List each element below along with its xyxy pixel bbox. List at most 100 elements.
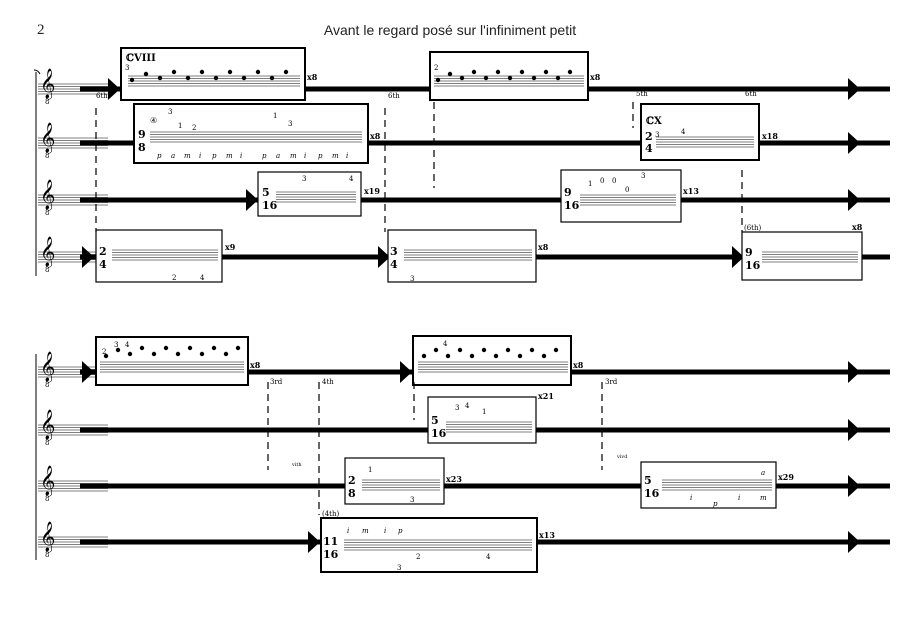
svg-text:i: i [199,152,201,160]
box-s3-1: x19 5 16 3 4 [257,171,380,217]
svg-text:2: 2 [348,474,356,487]
svg-text:1: 1 [588,180,592,188]
svg-text:a: a [171,152,175,160]
staff-2 [37,122,890,160]
box-s2-1: x21 5 16 3 4 1 [427,391,554,444]
svg-text:3: 3 [302,175,306,183]
svg-text:④: ④ [150,116,157,125]
box-s4-1: x13 (4th) 11 16 i m i p 2 4 3 [320,510,555,573]
svg-text:i: i [690,494,692,502]
svg-text:x8: x8 [370,131,381,141]
svg-text:5: 5 [262,186,270,199]
svg-text:i: i [347,527,349,535]
svg-text:11: 11 [323,535,338,548]
svg-text:4: 4 [465,402,470,410]
svg-text:9: 9 [138,128,146,141]
svg-text:3: 3 [655,131,659,139]
svg-text:p: p [157,152,162,160]
svg-text:5: 5 [431,414,439,427]
svg-text:m: m [226,152,233,160]
svg-text:2: 2 [99,245,107,258]
box-s1-2: x8 4th 3rd 4 [322,335,618,386]
svg-text:vith: vith [291,462,302,468]
svg-text:3: 3 [455,404,459,412]
svg-text:3rd: 3rd [605,378,618,386]
svg-text:3: 3 [288,120,292,128]
staff-3 [37,179,890,217]
svg-text:4: 4 [125,341,130,349]
system-1: ℂVIII x8 6th 3 x8 6th 2 6th 5th x8 9 8 [33,47,890,283]
svg-text:i: i [304,152,306,160]
box-s1-1: x8 3rd 2 3 4 [95,336,283,386]
svg-text:x8: x8 [250,360,261,370]
svg-text:3: 3 [168,108,172,116]
svg-text:p: p [262,152,267,160]
svg-text:x29: x29 [778,472,794,482]
svg-text:2: 2 [645,130,653,143]
svg-text:x8: x8 [590,72,601,82]
svg-text:2: 2 [434,64,438,72]
string-label: 6th [96,92,108,100]
svg-text:x19: x19 [364,186,380,196]
svg-text:6th: 6th [388,92,400,100]
svg-text:1: 1 [482,408,486,416]
svg-text:5th: 5th [636,90,648,98]
svg-text:2: 2 [416,553,420,561]
svg-text:x21: x21 [538,391,554,401]
svg-text:9: 9 [564,186,572,199]
svg-text:4: 4 [200,274,205,282]
svg-text:3: 3 [410,496,414,504]
svg-text:5: 5 [644,474,652,487]
svg-text:i: i [240,152,242,160]
box-s2-2: ℂX x18 2 4 3 4 [640,103,778,161]
svg-text:x8: x8 [573,360,584,370]
svg-text:16: 16 [323,548,339,561]
svg-text:p: p [713,500,718,508]
svg-text:a: a [761,469,765,477]
svg-text:3: 3 [390,245,398,258]
svg-text:1: 1 [178,122,182,130]
box-s1-1: ℂVIII x8 6th 3 [96,47,318,101]
svg-text:2: 2 [102,348,106,356]
svg-text:3: 3 [410,275,414,283]
box-s2-1: x8 9 8 ④ 3 1 2 1 3 p a m i p m i p a m [133,103,381,164]
svg-text:x23: x23 [446,474,462,484]
svg-text:0: 0 [612,177,616,185]
svg-text:p: p [398,527,403,535]
svg-text:p: p [318,152,323,160]
staff-3 [37,465,890,503]
svg-text:m: m [332,152,339,160]
svg-text:(6th): (6th) [744,224,762,232]
svg-text:4: 4 [390,258,398,271]
svg-text:8: 8 [348,487,356,500]
svg-text:x8: x8 [852,222,863,232]
svg-text:1: 1 [273,112,277,120]
page-number: 2 [37,22,45,38]
svg-text:4: 4 [486,553,491,561]
svg-text:4: 4 [681,128,686,136]
svg-text:a: a [276,152,280,160]
svg-text:ℂX: ℂX [646,116,662,127]
svg-text:3: 3 [397,564,401,572]
svg-text:3: 3 [125,64,129,72]
svg-text:1: 1 [368,466,372,474]
svg-text:m: m [362,527,369,535]
svg-text:i: i [346,152,348,160]
box-s3-1: x23 2 8 1 3 vith [291,457,462,505]
svg-text:4: 4 [99,258,107,271]
svg-text:16: 16 [262,199,278,212]
svg-text:4: 4 [645,142,653,155]
box-s4-1: x9 2 4 2 4 [95,229,236,283]
svg-text:x13: x13 [683,186,699,196]
svg-text:4: 4 [443,340,448,348]
repeat-count: x8 [307,72,318,82]
svg-text:x9: x9 [225,242,236,252]
svg-text:p: p [212,152,217,160]
svg-text:6th: 6th [745,90,757,98]
svg-text:3rd: 3rd [270,378,283,386]
system-2: x8 3rd 2 3 4 x8 4th 3rd 4 x21 5 16 3 [35,335,890,573]
box-s4-2: x8 3 4 3 [387,229,549,283]
svg-text:4th: 4th [322,378,334,386]
ottava-mark: ℂVIII [126,53,156,64]
